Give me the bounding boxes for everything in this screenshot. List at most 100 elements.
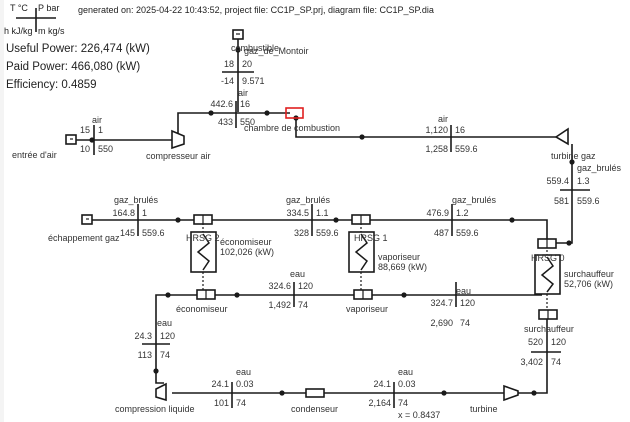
- air-comp-line[interactable]: [177, 112, 290, 137]
- gaz-exh-T: 164.8: [112, 208, 135, 218]
- vaporiseur-node-label: vaporiseur: [346, 304, 389, 314]
- liquid-pump-icon[interactable]: [155, 382, 167, 402]
- legend-pressure-label: P bar: [38, 3, 60, 13]
- exhaust-label: échappement gaz: [48, 233, 120, 243]
- gaz-tg-T: 559.4: [546, 176, 569, 186]
- eau-sur-T: 520: [527, 337, 543, 347]
- eau-pump-fluid: eau: [157, 318, 173, 328]
- air-comp-P: 16: [240, 99, 251, 109]
- eau-vap-fluid: eau: [456, 286, 472, 296]
- vaporiseur-exchanger-icon[interactable]: [348, 231, 375, 273]
- vaporiseur-power: 88,669 (kW): [378, 262, 428, 272]
- gaz-1-2-fluid: gaz_brulés: [452, 195, 497, 205]
- economiseur-label: économiseur: [220, 237, 272, 247]
- gaz-1-2-T: 476.9: [426, 208, 449, 218]
- hrsg2-label: HRSG 2: [186, 233, 220, 243]
- air-in-h: 10: [79, 144, 90, 154]
- air-hot-m: 559.6: [455, 144, 478, 154]
- useful-power: Useful Power: 226,474 (kW): [6, 43, 150, 55]
- gas-turbine-icon[interactable]: [554, 127, 569, 146]
- diagram-canvas: T °C P bar h kJ/kg m kg/s generated on: …: [4, 0, 630, 422]
- gaz-exh-h: 145: [119, 228, 135, 238]
- economiseur-power: 102,026 (kW): [220, 247, 275, 257]
- node-dot: [208, 110, 214, 116]
- eau-cond-P: 0.03: [236, 379, 254, 389]
- economiseur-exchanger-icon[interactable]: [190, 231, 217, 273]
- gaz-tg-line[interactable]: [556, 144, 573, 244]
- eau-turb-T: 24.1: [373, 379, 391, 389]
- gaz-1-2-h: 487: [433, 228, 449, 238]
- gaz-exh-P: 1: [142, 208, 148, 218]
- surchauffeur-power: 52,706 (kW): [564, 279, 614, 289]
- fuel-source-label: gaz_de_Montoir: [244, 46, 309, 56]
- eau-pump-P: 120: [160, 331, 176, 341]
- air-in-T: 15: [79, 125, 90, 135]
- eau-eco-T: 324.6: [268, 281, 291, 291]
- air-in-P: 1: [98, 125, 104, 135]
- eau-vap-P: 120: [460, 298, 476, 308]
- node-dot: [569, 159, 575, 165]
- fuel-m: 9.571: [242, 76, 265, 86]
- node-dot: [165, 292, 171, 298]
- eau-sur-h: 3,402: [520, 357, 543, 367]
- node-dot: [401, 292, 407, 298]
- eau-cond-T: 24.1: [211, 379, 229, 389]
- eau-turb-P: 0.03: [398, 379, 416, 389]
- eau-sur-P: 120: [551, 337, 567, 347]
- combustion-chamber-icon[interactable]: [285, 107, 304, 119]
- eau-pump-T: 24.3: [134, 331, 152, 341]
- hrsg0-label: HRSG 0: [531, 253, 565, 263]
- gaz-line[interactable]: [88, 219, 548, 239]
- liquid-pump-label: compression liquide: [115, 404, 195, 414]
- eau-vap-h: 2,690: [430, 318, 453, 328]
- eau-eco-P: 120: [298, 281, 314, 291]
- surchauffeur-label: surchauffeur: [564, 269, 614, 279]
- air-in-fluid: air: [92, 115, 103, 125]
- node-dot: [333, 217, 339, 223]
- eau-eco-h: 1,492: [268, 300, 291, 310]
- air-comp-T: 442.6: [210, 99, 233, 109]
- node-dot: [509, 217, 515, 223]
- gaz-1-1-h: 328: [293, 228, 309, 238]
- eau-sur-line[interactable]: [518, 319, 548, 394]
- node-dot: [264, 110, 270, 116]
- eau-vap-m: 74: [460, 318, 471, 328]
- air-compressor-label: compresseur air: [146, 151, 211, 161]
- air-hot-line[interactable]: [295, 116, 556, 138]
- cycle-diagram: [16, 8, 590, 408]
- eau-turb-quality: x = 0.8437: [398, 410, 441, 420]
- eau-pump-line[interactable]: [155, 294, 197, 384]
- paid-power: Paid Power: 466,080 (kW): [6, 61, 141, 73]
- gaz-tg-m: 559.6: [577, 196, 600, 206]
- efficiency: Efficiency: 0.4859: [6, 79, 97, 91]
- node-dot: [566, 240, 572, 246]
- fuel-h: -14: [220, 76, 234, 86]
- air-hot-h: 1,258: [425, 144, 448, 154]
- gas-turbine-label: turbine gaz: [551, 151, 596, 161]
- gaz-tg-h: 581: [553, 196, 569, 206]
- fuel-P: 20: [242, 59, 253, 69]
- gaz-1-2-P: 1.2: [456, 208, 469, 218]
- node-dot: [153, 368, 159, 374]
- node-dot: [531, 390, 537, 396]
- eau-turb-m: 74: [398, 398, 409, 408]
- gaz-1-1-m: 559.6: [316, 228, 339, 238]
- condenser-label: condenseur: [291, 404, 339, 414]
- generated-info: generated on: 2025-04-22 10:43:52, proje…: [78, 5, 434, 15]
- hrsg1-label: HRSG 1: [354, 233, 388, 243]
- gaz-exh-m: 559.6: [142, 228, 165, 238]
- steam-turbine-icon[interactable]: [503, 384, 519, 402]
- air-compressor-icon[interactable]: [171, 129, 185, 150]
- fuel-T: 18: [223, 59, 234, 69]
- legend-temperature-label: T °C: [10, 3, 28, 13]
- eau-eco-m: 74: [298, 300, 309, 310]
- eau-turb-h: 2,164: [368, 398, 391, 408]
- node-dot: [235, 47, 241, 53]
- surchauffeur-exchanger-icon[interactable]: [534, 254, 561, 295]
- node-dot: [441, 390, 447, 396]
- eau-cond-fluid: eau: [236, 367, 252, 377]
- node-dot: [234, 292, 240, 298]
- eau-cond-h: 101: [213, 398, 229, 408]
- fuel-label: combustible: [231, 43, 280, 53]
- condenser-icon[interactable]: [305, 388, 325, 398]
